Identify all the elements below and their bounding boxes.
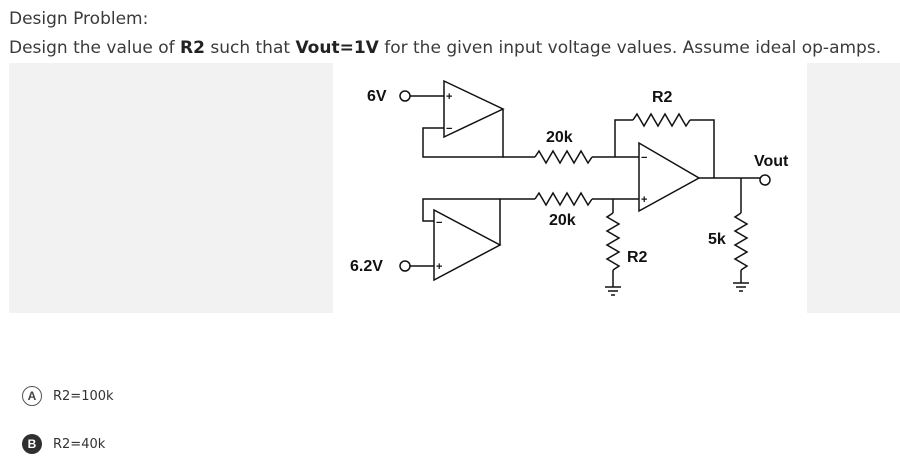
- circuit-svg: + − − + − + 6V 6.2V 20k 20k R2 R2 5k Vou…: [350, 79, 789, 296]
- label-6-2v: 6.2V: [350, 258, 383, 275]
- buffer2-minus: −: [436, 217, 442, 229]
- prompt-bold-vout: Vout=1V: [295, 38, 379, 58]
- label-6v: 6V: [367, 88, 387, 105]
- label-5k: 5k: [708, 231, 726, 248]
- diffamp-minus: −: [641, 152, 647, 164]
- opamp-buffer-1: [443, 79, 505, 139]
- prompt-bold-r2: R2: [180, 38, 205, 58]
- diffamp-plus: +: [641, 194, 647, 206]
- question-prompt: Design the value of R2 such that Vout=1V…: [9, 38, 881, 58]
- label-r2-ground: R2: [627, 249, 648, 266]
- circuit-diagram: + − − + − + 6V 6.2V 20k 20k R2 R2 5k Vou…: [333, 63, 807, 313]
- vout-terminal: [759, 174, 771, 186]
- opamp-buffer-2: [433, 208, 502, 282]
- resistor-r2-ground: [605, 212, 621, 271]
- buffer1-minus: −: [446, 123, 452, 135]
- prompt-text-3: for the given input voltage values. Assu…: [378, 38, 882, 58]
- opamp-difference: [638, 141, 701, 213]
- option-b-text: R2=40k: [53, 436, 106, 452]
- terminal-6-2v: [399, 260, 411, 272]
- question-title: Design Problem:: [9, 9, 149, 29]
- option-b-badge: B: [22, 434, 42, 454]
- option-a[interactable]: A R2=100k: [22, 386, 114, 406]
- label-r2-feedback: R2: [652, 89, 673, 106]
- image-background-left: [9, 63, 333, 313]
- prompt-text-2: such that: [204, 38, 296, 58]
- label-20k-top: 20k: [546, 129, 573, 146]
- buffer1-plus: +: [446, 91, 452, 103]
- resistor-20k-top: [534, 149, 593, 165]
- buffer2-plus: +: [436, 261, 442, 273]
- resistor-20k-bottom: [534, 191, 593, 207]
- resistor-r2-feedback: [632, 112, 691, 128]
- option-a-text: R2=100k: [53, 388, 114, 404]
- terminal-6v: [399, 90, 411, 102]
- option-a-badge: A: [22, 386, 42, 406]
- option-b[interactable]: B R2=40k: [22, 434, 105, 454]
- label-20k-bottom: 20k: [549, 212, 576, 229]
- prompt-text-1: Design the value of: [9, 38, 181, 58]
- label-vout: Vout: [754, 153, 789, 170]
- resistor-5k-load: [733, 212, 749, 271]
- image-background-right: [807, 63, 900, 313]
